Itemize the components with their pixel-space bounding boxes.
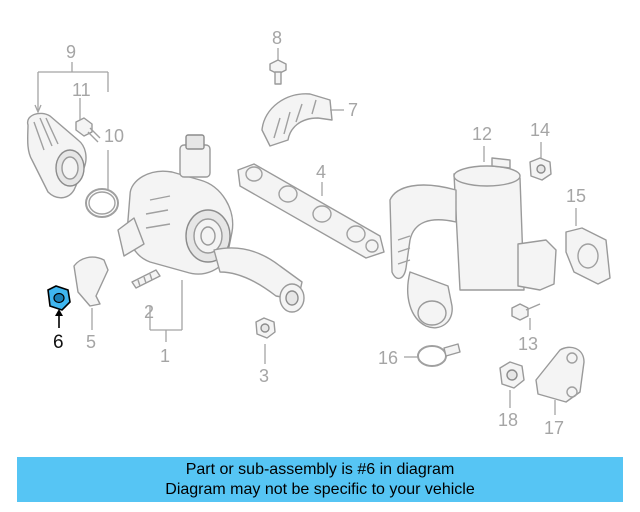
nut-3-part[interactable] bbox=[255, 317, 276, 339]
bracket-17-part[interactable] bbox=[535, 346, 585, 403]
nut-14-part[interactable] bbox=[529, 157, 552, 181]
bolt-13-part[interactable] bbox=[511, 303, 541, 321]
intake-pipe-part[interactable] bbox=[26, 112, 87, 199]
callout-2: 2 bbox=[144, 302, 154, 322]
catalytic-converter-12-part[interactable] bbox=[389, 157, 557, 329]
callout-labels: 9 11 10 8 7 4 12 14 15 13 16 18 17 3 5 2… bbox=[53, 28, 586, 438]
heat-shield-7-part[interactable] bbox=[261, 93, 333, 147]
callout-14: 14 bbox=[530, 120, 550, 140]
callout-6-highlighted: 6 bbox=[53, 332, 64, 353]
callout-4: 4 bbox=[316, 162, 326, 182]
leader-lines bbox=[34, 48, 577, 415]
bolt-11-part[interactable] bbox=[75, 117, 101, 143]
callout-17: 17 bbox=[544, 418, 564, 438]
parts-diagram: 9 11 10 8 7 4 12 14 15 13 16 18 17 3 5 2… bbox=[26, 28, 611, 438]
callout-8: 8 bbox=[272, 28, 282, 48]
gasket-4-part[interactable] bbox=[237, 163, 385, 259]
callout-18: 18 bbox=[498, 410, 518, 430]
callout-15: 15 bbox=[566, 186, 586, 206]
info-banner: Part or sub-assembly is #6 in diagram Di… bbox=[17, 457, 623, 502]
turbocharger-part[interactable] bbox=[117, 134, 305, 313]
banner-line-1: Part or sub-assembly is #6 in diagram bbox=[185, 461, 455, 478]
callout-9: 9 bbox=[66, 42, 76, 62]
banner-line-2: Diagram may not be specific to your vehi… bbox=[165, 481, 475, 498]
nut-18-part[interactable] bbox=[499, 361, 525, 389]
callout-13: 13 bbox=[518, 334, 538, 354]
clamp-16-part[interactable] bbox=[417, 343, 461, 367]
callout-5: 5 bbox=[86, 332, 96, 352]
callout-11: 11 bbox=[72, 80, 91, 100]
clamp-10-part[interactable] bbox=[85, 188, 119, 218]
stud-2-part[interactable] bbox=[131, 269, 161, 289]
bolt-8-part[interactable] bbox=[269, 59, 287, 85]
callout-10: 10 bbox=[104, 126, 124, 146]
heat-shield-5-part[interactable] bbox=[73, 256, 109, 307]
callout-16: 16 bbox=[378, 348, 398, 368]
nut-6-part[interactable] bbox=[47, 285, 71, 311]
callout-7: 7 bbox=[348, 100, 358, 120]
callout-12: 12 bbox=[472, 124, 492, 144]
gasket-15-part[interactable] bbox=[565, 227, 611, 285]
callout-1: 1 bbox=[160, 346, 170, 366]
callout-3: 3 bbox=[259, 366, 269, 386]
